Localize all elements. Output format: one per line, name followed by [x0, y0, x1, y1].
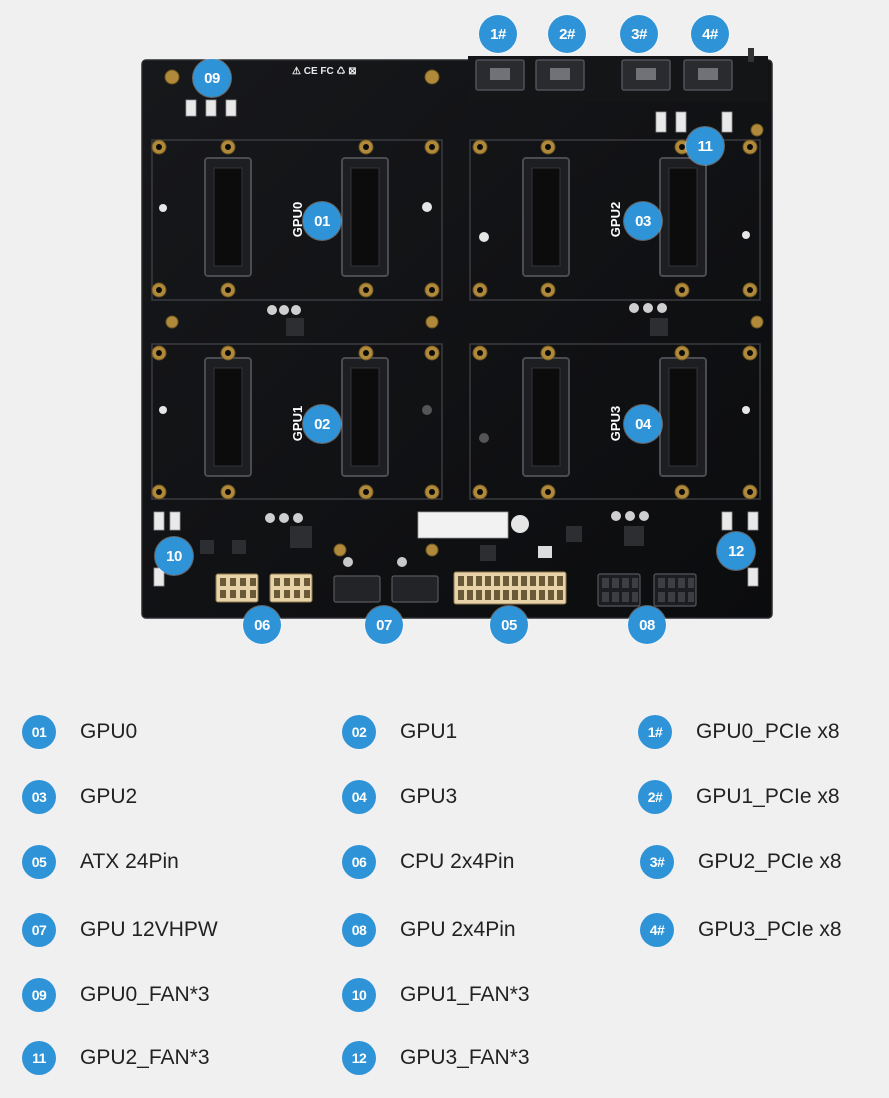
legend-badge: 04 [342, 780, 376, 814]
legend-badge: 10 [342, 978, 376, 1012]
legend-label: GPU1_FAN*3 [400, 983, 530, 1006]
legend-label: GPU2_PCIe x8 [698, 850, 842, 873]
legend-badge: 02 [342, 715, 376, 749]
legend-label: GPU 2x4Pin [400, 918, 516, 941]
legend-label: ATX 24Pin [80, 850, 179, 873]
callout-pcie-3: 3# [620, 15, 658, 53]
pcb-board [141, 59, 773, 619]
fan-headers [153, 99, 759, 587]
legend-item: 3# GPU2_PCIe x8 [640, 842, 842, 882]
legend-badge: 12 [342, 1041, 376, 1075]
legend-item: 4# GPU3_PCIe x8 [640, 910, 842, 950]
callout-07: 07 [365, 606, 403, 644]
legend-item: 1# GPU0_PCIe x8 [638, 712, 840, 752]
legend-label: GPU0 [80, 720, 138, 743]
legend-badge: 1# [638, 715, 672, 749]
gpu1-panel [151, 343, 443, 500]
legend-item: 03 GPU2 [22, 777, 137, 817]
callout-10: 10 [155, 537, 193, 575]
legend-badge: 03 [22, 780, 56, 814]
callout-12: 12 [717, 532, 755, 570]
legend-badge: 3# [640, 845, 674, 879]
legend-badge: 09 [22, 978, 56, 1012]
legend-label: GPU1_PCIe x8 [696, 785, 840, 808]
legend-label: GPU1 [400, 720, 458, 743]
legend-item: 07 GPU 12VHPW [22, 910, 218, 950]
gpu2-panel [469, 139, 761, 301]
legend-badge: 07 [22, 913, 56, 947]
callout-pcie-2: 2# [548, 15, 586, 53]
silk-label-gpu3: GPU3 [608, 405, 624, 442]
legend-item: 02 GPU1 [342, 712, 457, 752]
legend-badge: 05 [22, 845, 56, 879]
legend-label: GPU0_FAN*3 [80, 983, 210, 1006]
gpu0-panel [151, 139, 443, 301]
callout-08: 08 [628, 606, 666, 644]
legend-badge: 06 [342, 845, 376, 879]
callout-04: 04 [624, 405, 662, 443]
pcie-slots [475, 59, 733, 91]
legend-badge: 11 [22, 1041, 56, 1075]
cpu-2x4-connectors [215, 573, 313, 603]
callout-06: 06 [243, 606, 281, 644]
legend-item: 05 ATX 24Pin [22, 842, 179, 882]
legend-label: CPU 2x4Pin [400, 850, 515, 873]
legend-label: GPU2 [80, 785, 138, 808]
motherboard-diagram [141, 48, 773, 619]
legend-badge: 08 [342, 913, 376, 947]
legend-label: GPU0_PCIe x8 [696, 720, 840, 743]
gpu3-panel [469, 343, 761, 500]
callout-05: 05 [490, 606, 528, 644]
legend-badge: 4# [640, 913, 674, 947]
callout-01: 01 [303, 202, 341, 240]
certification-marks: ⚠ CE FC ♺ ⊠ [292, 66, 357, 77]
callout-11: 11 [686, 127, 724, 165]
legend-label: GPU3_FAN*3 [400, 1046, 530, 1069]
legend-item: 08 GPU 2x4Pin [342, 910, 516, 950]
gpu-panels [151, 139, 761, 500]
legend-label: GPU3_PCIe x8 [698, 918, 842, 941]
callout-02: 02 [303, 405, 341, 443]
gpu-12vhpw-connectors [333, 575, 439, 603]
callout-pcie-4: 4# [691, 15, 729, 53]
legend-item: 10 GPU1_FAN*3 [342, 975, 530, 1015]
legend-badge: 2# [638, 780, 672, 814]
legend-item: 04 GPU3 [342, 777, 457, 817]
legend-item: 2# GPU1_PCIe x8 [638, 777, 840, 817]
silk-label-gpu2: GPU2 [608, 201, 624, 238]
callout-09: 09 [193, 59, 231, 97]
legend-item: 01 GPU0 [22, 712, 137, 752]
legend-item: 12 GPU3_FAN*3 [342, 1038, 530, 1078]
legend-label: GPU2_FAN*3 [80, 1046, 210, 1069]
legend-label: GPU 12VHPW [80, 918, 218, 941]
legend-item: 09 GPU0_FAN*3 [22, 975, 210, 1015]
product-sticker [417, 511, 509, 539]
legend-item: 06 CPU 2x4Pin [342, 842, 514, 882]
legend-label: GPU3 [400, 785, 458, 808]
callout-03: 03 [624, 202, 662, 240]
legend-item: 11 GPU2_FAN*3 [22, 1038, 210, 1078]
legend-badge: 01 [22, 715, 56, 749]
callout-pcie-1: 1# [479, 15, 517, 53]
